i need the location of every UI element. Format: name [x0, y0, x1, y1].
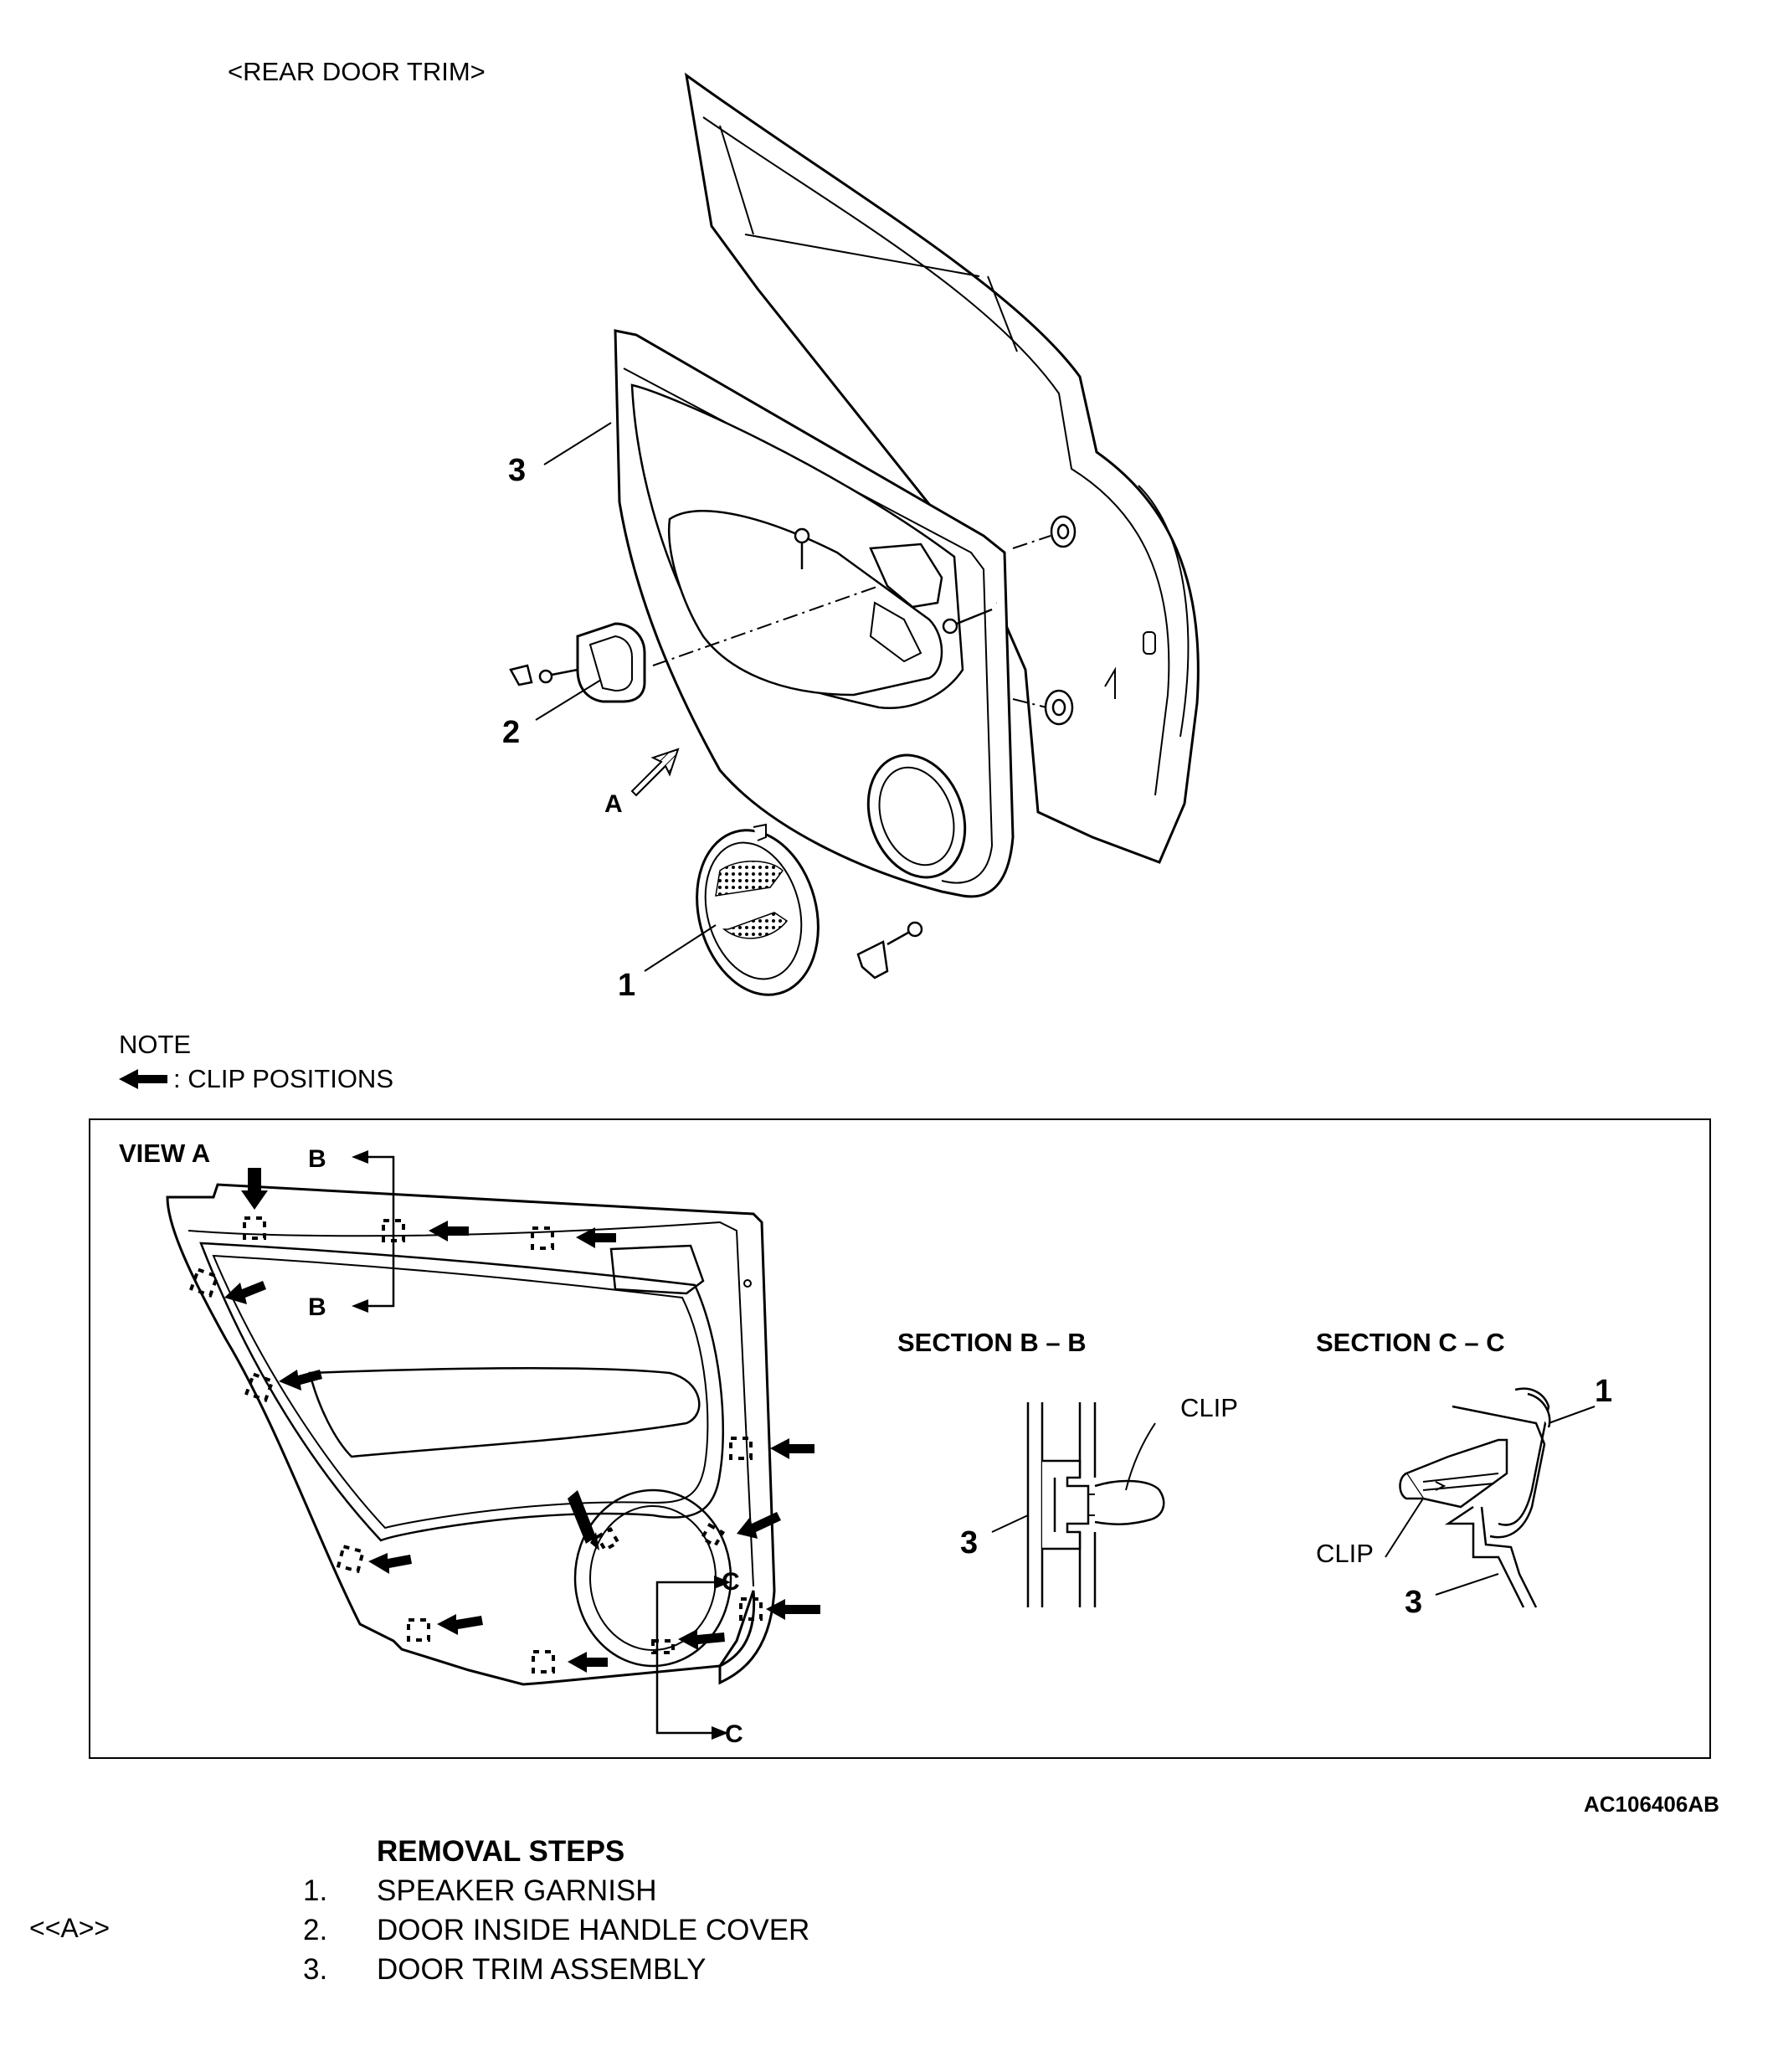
view-a-clip-squares [189, 1216, 763, 1674]
assembly-lines [652, 535, 1051, 708]
view-a-arrow [630, 748, 680, 797]
step-number: 1. [303, 1874, 328, 1907]
callout-3: 3 [508, 453, 527, 488]
view-a-title: VIEW A [119, 1139, 211, 1168]
section-cc-callout-1: 1 [1595, 1374, 1613, 1409]
garnish-screw [886, 921, 923, 946]
page-title: <REAR DOOR TRIM> [228, 57, 486, 86]
section-cc-callout-3: 3 [1405, 1585, 1423, 1620]
section-cc-clip-label: CLIP [1316, 1539, 1374, 1568]
section-cut-arrowheads [352, 1150, 731, 1740]
callout-leaders [535, 422, 717, 972]
speaker-garnish [696, 823, 820, 996]
panel-clip-lower [1044, 689, 1074, 726]
trim-screw-upper [794, 527, 810, 569]
removal-steps-heading: REMOVAL STEPS [377, 1835, 625, 1868]
removal-marker: <<A>> [29, 1913, 110, 1943]
view-a-frame [89, 1118, 1711, 1759]
step-text: DOOR TRIM ASSEMBLY [377, 1953, 707, 1986]
section-bb-leaders [991, 1422, 1156, 1533]
section-bb-clip-label: CLIP [1180, 1393, 1238, 1422]
section-cc-drawing [1399, 1387, 1551, 1608]
callout-arrow-a: A [604, 790, 623, 818]
section-cc-leaders [1385, 1406, 1596, 1596]
step-text: DOOR INSIDE HANDLE COVER [377, 1914, 810, 1946]
door-inside-handle-cover [576, 622, 646, 703]
section-cut-lines [368, 1155, 728, 1735]
step-text: SPEAKER GARNISH [377, 1874, 657, 1907]
figure-id: AC106406AB [1584, 1792, 1719, 1817]
view-a-trim-outline [166, 1183, 776, 1686]
clip-position-legend-arrow [119, 1069, 167, 1089]
view-a-label-c-bottom: C [725, 1720, 743, 1748]
section-bb-title: SECTION B – B [897, 1328, 1087, 1357]
note-label: NOTE [119, 1030, 192, 1059]
handle-screw-cap [509, 664, 533, 686]
handle-screw [538, 668, 578, 684]
section-bb-drawing [1026, 1402, 1165, 1607]
step-number: 2. [303, 1914, 328, 1946]
view-a-clip-arrows [224, 1168, 820, 1673]
callout-1: 1 [618, 968, 636, 1003]
trim-screw-right [942, 608, 993, 635]
view-a-label-c-top: C [722, 1568, 740, 1596]
section-bb-callout-3: 3 [960, 1525, 979, 1560]
panel-clip-upper [1050, 515, 1077, 548]
step-number: 3. [303, 1953, 328, 1986]
view-a-label-b-bottom: B [308, 1293, 326, 1321]
section-cc-title: SECTION C – C [1316, 1328, 1505, 1357]
garnish-clip [856, 940, 889, 979]
door-inner-panel [684, 72, 1200, 864]
door-trim-assembly [614, 329, 1015, 898]
callout-2: 2 [502, 715, 521, 750]
view-a-label-b-top: B [308, 1145, 326, 1173]
note-legend-text: : CLIP POSITIONS [173, 1064, 394, 1093]
